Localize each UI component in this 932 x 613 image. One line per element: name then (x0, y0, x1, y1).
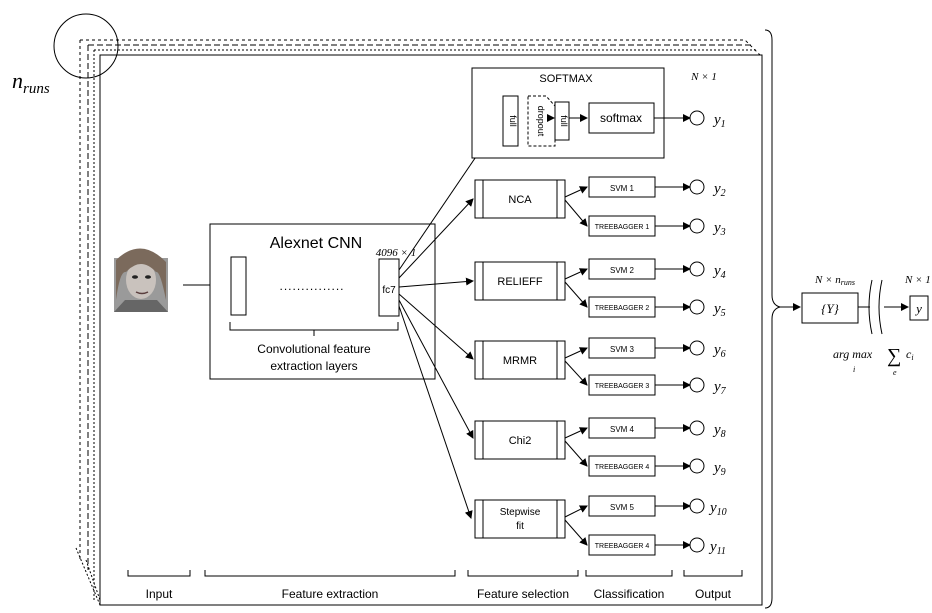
svg-text:y9: y9 (712, 460, 726, 478)
stage-label-classification: Classification (594, 587, 665, 601)
stage-labels: Input Feature extraction Feature selecti… (146, 587, 732, 601)
svg-text:y10: y10 (708, 500, 727, 518)
full-layer-2-label: full (559, 115, 569, 127)
svg-text:Chi2: Chi2 (509, 435, 532, 447)
aggregation-formula: arg max i ∑ e ci (833, 345, 914, 377)
svg-text:TREEBAGGER 4: TREEBAGGER 4 (595, 543, 650, 550)
svg-text:SVM 3: SVM 3 (610, 345, 635, 354)
set-Y-label: {Y} (821, 301, 839, 316)
svg-text:SVM 5: SVM 5 (610, 503, 635, 512)
full-layer-1 (502, 95, 519, 147)
final-y-label: y (914, 301, 922, 316)
input-face-image (114, 248, 168, 312)
svg-text:TREEBAGGER 1: TREEBAGGER 1 (595, 224, 650, 231)
svg-text:y7: y7 (712, 379, 727, 397)
fc7-dims: 4096 × 1 (376, 247, 416, 259)
softmax-layer (588, 102, 655, 134)
svg-text:y2: y2 (712, 181, 726, 199)
softmax-title: SOFTMAX (539, 73, 593, 85)
cnn-caption-1: Convolutional feature (257, 342, 371, 356)
cnn-title: Alexnet CNN (270, 235, 362, 252)
svg-text:y3: y3 (712, 220, 726, 238)
cnn-layer-dots: ............... (279, 279, 344, 293)
selector-relieff: RELIEFF (474, 261, 566, 301)
svg-text:arg max: arg max (833, 347, 873, 361)
svg-text:ci: ci (906, 347, 914, 362)
aggregation-brace (764, 29, 781, 609)
cnn-caption-2: extraction layers (270, 359, 357, 373)
svg-text:∑: ∑ (887, 345, 901, 367)
stage-braces (127, 570, 743, 577)
full-layer-2 (554, 101, 570, 141)
svg-text:i: i (853, 365, 855, 374)
output-label-1: y1 (712, 112, 726, 130)
svg-text:e: e (893, 368, 897, 377)
stage-label-input: Input (146, 587, 173, 601)
classifier-output-arrows (655, 183, 691, 549)
selector-stepwise-fit: Stepwise fit (474, 499, 566, 539)
agg-dims-left: N × nruns (814, 274, 855, 287)
fc7-label: fc7 (382, 285, 396, 296)
fc7-layer (378, 258, 400, 317)
set-Y-box (801, 292, 859, 324)
softmax-dims: N × 1 (690, 71, 717, 83)
svg-text:Stepwise: Stepwise (500, 507, 541, 518)
svg-text:SVM 2: SVM 2 (610, 266, 635, 275)
stage-label-output: Output (695, 587, 732, 601)
final-y-box (909, 295, 929, 321)
agg-dims-right: N × 1 (904, 274, 931, 286)
output-labels: y2 y3 y4 y5 y6 y7 y8 y9 y10 y11 (708, 181, 727, 557)
full-layer-1-label: full (508, 115, 518, 127)
svg-text:fit: fit (516, 521, 524, 532)
n-runs-label: nruns (12, 68, 50, 97)
selector-to-classifier-arrows (564, 186, 588, 546)
classifier-boxes: SVM 1 TREEBAGGER 1 SVM 2 TREEBAGGER 2 SV… (588, 176, 656, 556)
svg-text:y11: y11 (708, 539, 726, 557)
svg-text:TREEBAGGER 4: TREEBAGGER 4 (595, 464, 650, 471)
dropout-label: dropout (536, 106, 546, 137)
runs-loop-circle (53, 13, 119, 79)
svg-text:TREEBAGGER 2: TREEBAGGER 2 (595, 305, 650, 312)
softmax-layer-label: softmax (600, 111, 642, 125)
svg-text:y6: y6 (712, 342, 726, 360)
svg-text:y4: y4 (712, 263, 726, 281)
selector-mrmr: MRMR (474, 340, 566, 380)
output-nodes (689, 179, 705, 553)
svg-text:RELIEFF: RELIEFF (497, 276, 543, 288)
selector-nca: NCA (474, 179, 566, 219)
svg-text:y8: y8 (712, 422, 726, 440)
cnn-first-layer (230, 256, 247, 316)
svg-text:MRMR: MRMR (503, 355, 537, 367)
svg-text:NCA: NCA (508, 194, 532, 206)
svg-text:SVM 1: SVM 1 (610, 184, 635, 193)
selector-chi2: Chi2 (474, 420, 566, 460)
svg-text:y5: y5 (712, 301, 726, 319)
svg-text:TREEBAGGER 3: TREEBAGGER 3 (595, 383, 650, 390)
stage-label-feature-extraction: Feature extraction (282, 587, 379, 601)
svg-text:SVM 4: SVM 4 (610, 425, 635, 434)
output-node-1 (689, 110, 705, 126)
stage-label-feature-selection: Feature selection (477, 587, 569, 601)
